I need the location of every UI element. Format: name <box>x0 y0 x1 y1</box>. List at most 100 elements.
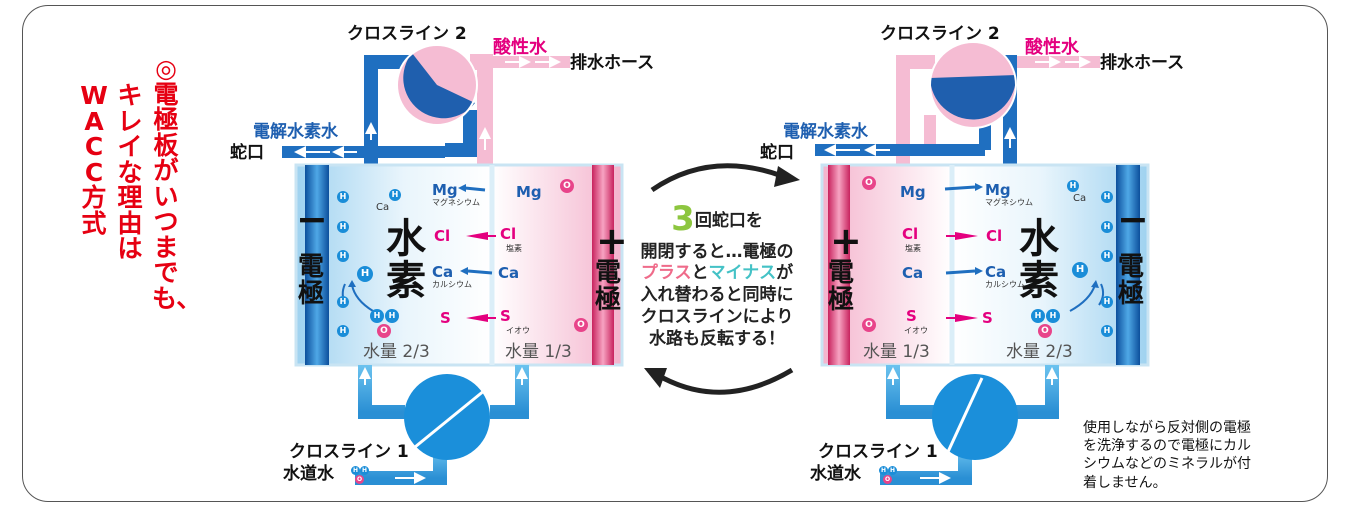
title-line-2: キレイな理由は <box>117 81 143 263</box>
left-plus-sign: + <box>596 219 628 263</box>
note-line-3: シウムなどのミネラルが付 <box>1083 456 1251 473</box>
right-qty-pink: 水量 1/3 <box>863 342 930 362</box>
left-tap-h-bubble: H <box>360 466 369 475</box>
right-o-bubble: O <box>862 176 876 190</box>
left-sulfur-label: イオウ <box>506 326 530 335</box>
left-drain-hose-label: 排水ホース <box>570 53 655 73</box>
left-ca-ion-right: Ca <box>498 264 520 282</box>
right-drain-hose-label: 排水ホース <box>1100 53 1185 73</box>
title-line-3: WACC方式 <box>80 81 108 238</box>
left-hydrogen-label: 水素 <box>386 216 426 304</box>
center-minus-word: マイナス <box>708 263 777 284</box>
right-plus-electrode-label: 電極 <box>827 258 854 315</box>
right-hydrogen-water-label: 電解水素水 <box>783 122 868 142</box>
left-calcium-label: カルシウム <box>432 280 472 289</box>
right-minus-sign: − <box>1117 197 1149 241</box>
left-o-bubble: O <box>560 179 574 193</box>
right-ca-ion-left: Ca <box>902 264 924 282</box>
left-h-bubble: H <box>370 309 384 323</box>
center-line-1: 回蛇口を <box>694 211 763 231</box>
left-cl-ion: Cl <box>434 227 451 245</box>
left-magnesium-label: マグネシウム <box>432 198 480 207</box>
right-h-bubble: H <box>1031 309 1045 323</box>
right-cross-line-2-label: クロスライン 2 <box>880 24 1000 44</box>
center-line-5: クロスラインにより <box>640 306 794 327</box>
left-o-bubble: O <box>377 324 391 338</box>
center-line-4: 入れ替わると同時に <box>640 285 794 306</box>
left-s-ion-right: S <box>500 307 511 325</box>
rotation-arrows <box>644 163 800 395</box>
left-h-bubble: H <box>389 189 401 201</box>
left-h-bubble: H <box>337 296 349 308</box>
left-h-bubble: H <box>337 250 349 262</box>
left-mg-ion-right: Mg <box>516 183 542 201</box>
left-acid-water-label: 酸性水 <box>493 37 547 58</box>
right-chlorine-label: 塩素 <box>905 244 921 253</box>
left-cross-line-1-label: クロスライン 1 <box>289 442 409 462</box>
left-minus-sign: − <box>296 197 328 241</box>
right-sulfur-label: イオウ <box>904 326 928 335</box>
center-to: と <box>691 263 709 284</box>
right-s-ion-left: S <box>906 307 917 325</box>
right-o-bubble: O <box>862 318 876 332</box>
right-magnesium-label: マグネシウム <box>985 198 1033 207</box>
center-line-2: 開閉すると…電極の <box>640 241 794 262</box>
left-h-bubble: H <box>337 221 349 233</box>
left-faucet-label: 蛇口 <box>230 143 264 163</box>
right-h-bubble: H <box>1046 309 1060 323</box>
right-o-bubble: O <box>1038 324 1052 338</box>
left-plus-electrode-label: 電極 <box>594 258 621 315</box>
right-h-bubble: H <box>1101 325 1113 337</box>
right-qty-blue: 水量 2/3 <box>1006 342 1073 362</box>
note-line-4: 着しません。 <box>1083 474 1167 491</box>
left-ca-small: Ca <box>376 202 390 213</box>
bottom-right-note: 使用しながら反対側の電極 を洗浄するので電極にカル シウムなどのミネラルが付 着… <box>1083 419 1251 492</box>
left-cross-line-2-label: クロスライン 2 <box>347 24 467 44</box>
left-hydrogen-water-label: 電解水素水 <box>253 122 338 142</box>
left-ca-ion: Ca <box>432 263 454 281</box>
right-cross-line-1-label: クロスライン 1 <box>818 442 938 462</box>
right-minus-electrode-label: 電極 <box>1117 252 1144 309</box>
left-tap-h-bubble: H <box>351 466 360 475</box>
right-ca-small: Ca <box>1073 193 1087 204</box>
right-mg-ion-left: Mg <box>900 183 926 201</box>
right-acid-water-label: 酸性水 <box>1025 37 1079 58</box>
left-cl-ion-right: Cl <box>500 225 517 243</box>
left-h-bubble: H <box>385 309 399 323</box>
right-tap-water-label: 水道水 <box>810 464 861 484</box>
right-h-bubble: H <box>1101 296 1113 308</box>
center-number-three: 3 <box>671 199 695 239</box>
left-tap-water-label: 水道水 <box>283 464 334 484</box>
note-line-1: 使用しながら反対側の電極 <box>1083 420 1251 436</box>
title-line-1: ◎電極板がいつまでも、 <box>152 54 202 313</box>
left-qty-blue: 水量 2/3 <box>363 342 430 362</box>
right-plus-sign: + <box>830 219 862 263</box>
center-ga: が <box>776 263 794 284</box>
right-h-bubble: H <box>1101 191 1113 203</box>
left-h-bubble: H <box>357 266 373 282</box>
left-tap-o-bubble: O <box>355 475 364 484</box>
left-minus-electrode-label: 電極 <box>297 252 324 309</box>
center-explanation: 3回蛇口を 開閉すると…電極の プラスとマイナスが 入れ替わると同時に クロスラ… <box>632 198 802 350</box>
right-calcium-label: カルシウム <box>985 280 1025 289</box>
right-s-ion: S <box>982 309 993 327</box>
center-plus-word: プラス <box>640 263 692 284</box>
right-ca-ion: Ca <box>985 263 1007 281</box>
right-mg-ion: Mg <box>985 181 1011 199</box>
right-h-bubble: H <box>1101 250 1113 262</box>
right-h-bubble: H <box>1072 262 1088 278</box>
left-system <box>282 44 624 485</box>
left-h-bubble: H <box>337 191 349 203</box>
right-tap-h-bubble: H <box>888 466 897 475</box>
left-s-ion: S <box>440 309 451 327</box>
left-qty-pink: 水量 1/3 <box>505 342 572 362</box>
note-line-2: を洗浄するので電極にカル <box>1083 438 1251 455</box>
left-h-bubble: H <box>337 325 349 337</box>
right-tap-h-bubble: H <box>879 466 888 475</box>
right-h-bubble: H <box>1067 180 1079 192</box>
right-system <box>815 41 1150 485</box>
center-line-6: 水路も反転する！ <box>649 328 785 349</box>
right-cl-ion-left: Cl <box>902 225 919 243</box>
